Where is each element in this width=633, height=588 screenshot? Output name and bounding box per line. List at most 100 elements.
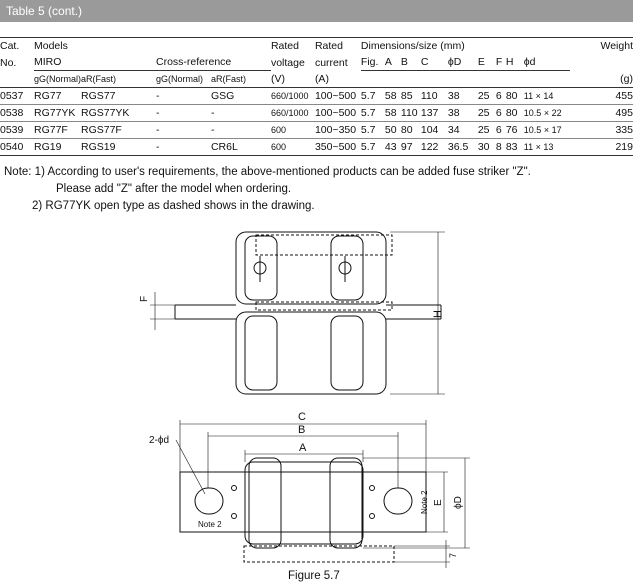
body-plan-outline [244, 461, 364, 545]
cell-weight: 455 [569, 87, 633, 105]
label-2-phid: 2-ϕd [149, 435, 169, 446]
hdr-rated-voltage-1: Rated [270, 37, 315, 54]
blade-plan-outline [179, 471, 427, 533]
hdr-phid-lower: ϕd [523, 54, 570, 71]
cell-b: 97 [400, 138, 421, 156]
hdr-weight: Weight [569, 37, 633, 54]
cell-a: 43 [384, 138, 401, 156]
cell-f: 6 [495, 104, 506, 122]
label-f: F [139, 296, 150, 302]
hdr-no: No. [0, 56, 17, 69]
header-row-3: gG(Normal) aR(Fast) gG(Normal) aR(Fast) … [0, 70, 633, 88]
cell-d: 11 × 13 [523, 138, 570, 156]
left-cap-top [244, 235, 278, 301]
hdr-a: A [384, 54, 401, 71]
hdr-a-unit: (A) [314, 70, 361, 88]
left-cap-bottom [244, 315, 278, 391]
hdr-miro: MIRO [33, 54, 156, 71]
spec-table: Cat. Models Rated Rated Dimensions/size … [0, 37, 633, 156]
note-1: Note: 1) According to user's requirement… [4, 166, 531, 178]
right-cap-top [330, 235, 364, 301]
right-cap-bottom [330, 315, 364, 391]
cell-h: 76 [505, 121, 524, 139]
cell-fig: 5.7 [360, 87, 385, 105]
label-b: B [298, 424, 305, 436]
hdr-fig: Fig. [360, 54, 385, 71]
hdr-v-unit: (V) [270, 70, 315, 88]
note-1b: Please add "Z" after the model when orde… [56, 183, 292, 195]
table-title: Table 5 (cont.) [6, 4, 83, 18]
label-c: C [298, 411, 306, 423]
cell-c: 122 [420, 138, 448, 156]
cell-cr-gg: - [155, 104, 211, 122]
cell-d: 34 [447, 121, 478, 139]
cell-h: 80 [505, 87, 524, 105]
left-slot [194, 487, 224, 515]
hdr-phid-upper: ϕD [447, 54, 478, 71]
cell-c: 104 [420, 121, 448, 139]
hdr-e: E [477, 54, 496, 71]
cell-d: 10.5 × 22 [523, 104, 570, 122]
cell-weight: 495 [569, 104, 633, 122]
cell-b: 80 [400, 121, 421, 139]
dashed-open-type-bottom [243, 545, 395, 563]
cell-current: 100~350 [314, 121, 361, 139]
hdr-models: Models [33, 37, 271, 54]
cell-c: 110 [420, 87, 448, 105]
cell-voltage: 600 [270, 121, 315, 139]
hdr-miro-gg: gG(Normal) [33, 70, 81, 88]
cell-h: 83 [505, 138, 524, 156]
cell-current: 100~500 [314, 87, 361, 105]
hdr-g-unit: (g) [569, 70, 633, 88]
cell-a: 50 [384, 121, 401, 139]
top-body-outline [235, 231, 387, 305]
cell-current: 100~500 [314, 104, 361, 122]
header-row-1: Cat. Models Rated Rated Dimensions/size … [0, 37, 633, 54]
note-2: 2) RG77YK open type as dashed shows in t… [32, 200, 315, 212]
cell-cat: 0539 [0, 121, 34, 139]
cell-e: 30 [477, 138, 496, 156]
cell-d: 10.5 × 17 [523, 121, 570, 139]
cell-f: 6 [495, 87, 506, 105]
cell-fig: 5.7 [360, 104, 385, 122]
cell-miro-ar: RGS77 [81, 87, 156, 105]
hdr-current: current [314, 56, 348, 69]
cell-miro-gg: RG77YK [33, 104, 81, 122]
cell-voltage: 600 [270, 138, 315, 156]
cell-voltage: 660/1000 [270, 104, 315, 122]
label-note2-left: Note 2 [198, 520, 222, 529]
cell-d: 38 [447, 87, 478, 105]
cell-e: 25 [477, 87, 496, 105]
cell-miro-ar: RGS19 [81, 138, 156, 156]
cell-weight: 219 [569, 138, 633, 156]
cell-e: 25 [477, 104, 496, 122]
hdr-rated-current-1: Rated [314, 37, 361, 54]
cell-b: 85 [400, 87, 421, 105]
cell-cr-gg: - [155, 138, 211, 156]
cell-h: 80 [505, 104, 524, 122]
figure-caption: Figure 5.7 [288, 570, 340, 582]
hdr-dimensions: Dimensions/size (mm) [360, 37, 570, 54]
cell-weight: 335 [569, 121, 633, 139]
cell-a: 58 [384, 104, 401, 122]
hdr-miro-ar: aR(Fast) [81, 70, 156, 88]
cell-e: 25 [477, 121, 496, 139]
notes: Note: 1) According to user's requirement… [4, 164, 531, 215]
cell-cr-ar: - [210, 104, 271, 122]
cell-d: 11 × 14 [523, 87, 570, 105]
cell-current: 350~500 [314, 138, 361, 156]
cell-d: 38 [447, 104, 478, 122]
hdr-c: C [420, 54, 448, 71]
cell-miro-ar: RGS77YK [81, 104, 156, 122]
label-h: H [432, 310, 444, 318]
cell-f: 6 [495, 121, 506, 139]
cell-miro-gg: RG77 [33, 87, 81, 105]
cell-fig: 5.7 [360, 138, 385, 156]
cell-cr-gg: - [155, 121, 211, 139]
lower-body-outline [235, 311, 387, 395]
cell-miro-gg: RG77F [33, 121, 81, 139]
